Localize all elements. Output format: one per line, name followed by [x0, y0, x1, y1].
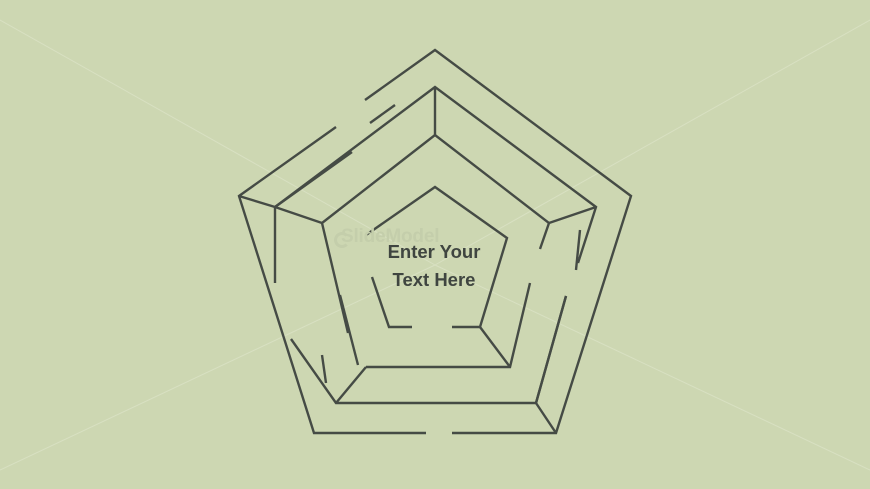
wall-segment [338, 294, 360, 366]
center-text-placeholder[interactable]: Enter Your Text Here [355, 238, 513, 294]
watermark-logo-icon [334, 232, 350, 248]
wall-segment [320, 354, 328, 384]
wall-segment [574, 229, 582, 271]
connector-right [548, 205, 597, 225]
center-text-line-1: Enter Your [387, 241, 481, 262]
wall-segment [369, 104, 396, 124]
connector-bottom-left [335, 366, 367, 404]
watermark-text: SlideModel [341, 226, 440, 247]
connector-left [238, 194, 323, 225]
background-decoration [0, 19, 870, 471]
wall-segment [274, 151, 353, 208]
center-text-line-2: Text Here [392, 269, 476, 290]
outer-wall [237, 48, 633, 435]
maze-walls [237, 48, 633, 435]
wall-segment [534, 295, 568, 404]
inner-wall [365, 185, 509, 329]
connector-bottom-right [479, 326, 557, 434]
